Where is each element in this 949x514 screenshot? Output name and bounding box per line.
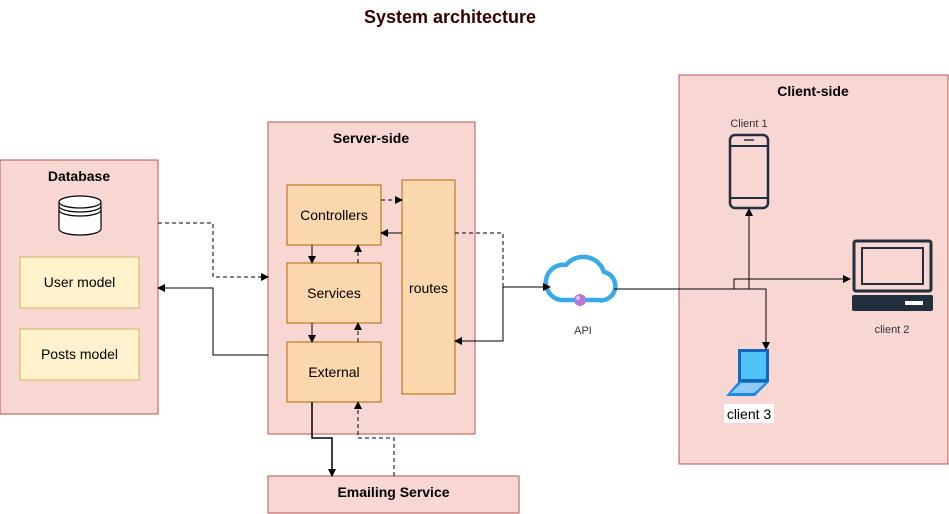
routes-to-api-arrow xyxy=(455,232,551,291)
client3-label-bg xyxy=(724,404,774,423)
laptop-icon xyxy=(726,349,769,396)
client3-label: client 3 xyxy=(727,406,772,422)
api-to-routes-arrow xyxy=(454,286,550,345)
routes-box: routes xyxy=(401,179,456,395)
controllers-box: Controllers xyxy=(286,184,382,246)
emailing-service-label: Emailing Service xyxy=(337,484,449,500)
server-title: Server-side xyxy=(333,130,409,146)
routes-label: routes xyxy=(409,280,448,296)
posts-model-label: Posts model xyxy=(41,346,118,362)
client1-label: Client 1 xyxy=(730,118,767,130)
services-label: Services xyxy=(307,285,361,301)
external-box: External xyxy=(286,341,382,403)
emailing-service-box: Emailing Service xyxy=(267,475,520,514)
controllers-label: Controllers xyxy=(300,207,368,223)
api-label: API xyxy=(574,325,592,337)
database-cylinder-icon xyxy=(58,195,102,236)
external-to-email-arrow xyxy=(311,402,336,477)
diagram-title: System architecture xyxy=(364,7,536,27)
server-to-db-arrow xyxy=(157,284,268,356)
client2-label: client 2 xyxy=(875,324,910,336)
connectors xyxy=(157,196,851,477)
user-model-box: User model xyxy=(19,256,140,309)
desktop-monitor-icon xyxy=(852,239,933,311)
server-container: Server-side Controllers Services Externa… xyxy=(267,121,476,435)
client-container: Client-side Client 1 client 2 client 3 xyxy=(678,74,949,465)
services-box: Services xyxy=(286,262,382,324)
db-to-server-arrow xyxy=(158,222,269,281)
api-to-client2-arrow xyxy=(733,275,851,289)
external-label: External xyxy=(308,364,359,380)
posts-model-box: Posts model xyxy=(19,328,140,381)
database-container: Database User model Posts model xyxy=(0,159,159,415)
database-title: Database xyxy=(48,168,110,184)
client-title: Client-side xyxy=(777,83,849,99)
user-model-label: User model xyxy=(44,274,116,290)
cloud-api-icon xyxy=(543,254,618,306)
email-to-external-arrow xyxy=(354,401,395,476)
api-to-client3-arrow xyxy=(614,288,770,350)
